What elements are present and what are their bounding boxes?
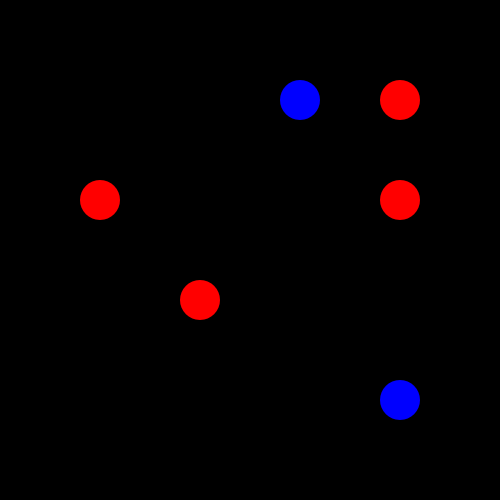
blue-piece[interactable] (380, 380, 420, 420)
red-piece[interactable] (80, 180, 120, 220)
blue-piece[interactable] (280, 80, 320, 120)
red-piece[interactable] (380, 80, 420, 120)
red-piece[interactable] (380, 180, 420, 220)
red-piece[interactable] (180, 280, 220, 320)
